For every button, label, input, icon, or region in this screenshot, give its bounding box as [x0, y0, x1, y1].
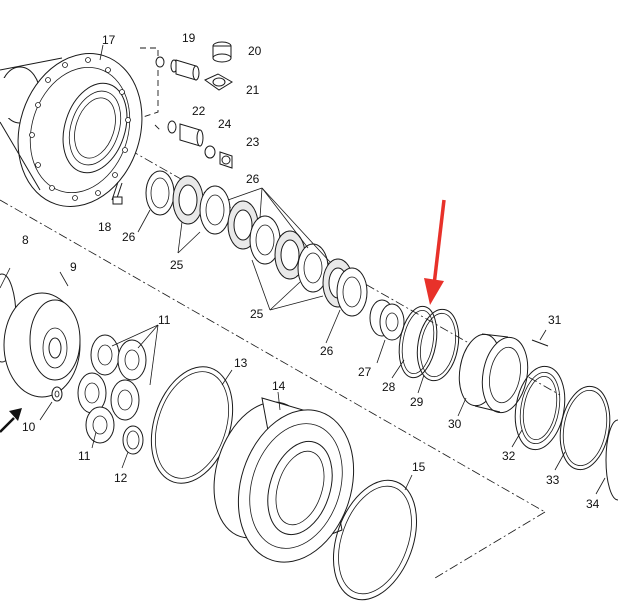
label-25-b: 25	[250, 307, 264, 321]
label-20: 20	[248, 44, 262, 58]
label-32: 32	[502, 449, 516, 463]
label-27: 27	[358, 365, 372, 379]
label-9: 9	[70, 260, 77, 274]
part-labels: 17 19 20 21 22 24 23 18 26 26 26 25 25 8…	[22, 31, 600, 511]
label-17: 17	[102, 33, 116, 47]
parts-25-26-discs	[137, 170, 368, 344]
label-10: 10	[22, 420, 36, 434]
label-11-a: 11	[158, 313, 171, 327]
part-30-bearing	[457, 333, 529, 417]
label-23: 23	[246, 135, 260, 149]
label-31: 31	[548, 313, 562, 327]
label-24: 24	[218, 117, 232, 131]
part-10-washer	[39, 386, 63, 421]
label-12: 12	[114, 471, 128, 485]
part-12-washer	[121, 425, 144, 469]
label-14: 14	[272, 379, 286, 393]
highlight-arrow	[424, 199, 446, 305]
label-21: 21	[246, 83, 260, 97]
label-28: 28	[382, 380, 396, 394]
label-26-b: 26	[246, 172, 260, 186]
part-13-ring	[150, 366, 234, 484]
fittings-19-24	[155, 41, 233, 169]
part-27-gear	[369, 299, 405, 364]
part-14-hub	[213, 391, 355, 563]
label-22: 22	[192, 104, 206, 118]
label-30: 30	[448, 417, 462, 431]
part-17-housing	[0, 44, 143, 207]
parts-28-29-rings	[391, 305, 460, 394]
label-11-b: 11	[78, 449, 91, 463]
part-15-ring	[332, 474, 418, 601]
part-31-pin	[531, 329, 549, 347]
label-15: 15	[412, 460, 426, 474]
label-26-c: 26	[320, 344, 334, 358]
label-26-a: 26	[122, 230, 136, 244]
label-19: 19	[182, 31, 196, 45]
part-18-bolt	[111, 181, 123, 205]
parts-32-34-seals	[511, 365, 618, 501]
label-18: 18	[98, 220, 112, 234]
pointer-arrow	[0, 408, 22, 433]
label-25-a: 25	[170, 258, 184, 272]
label-13: 13	[234, 356, 248, 370]
parts-8-9-carrier	[0, 267, 81, 398]
part-11-planet-gears	[77, 324, 159, 449]
label-8: 8	[22, 233, 29, 247]
label-29: 29	[410, 395, 424, 409]
label-34: 34	[586, 497, 600, 511]
label-33: 33	[546, 473, 560, 487]
